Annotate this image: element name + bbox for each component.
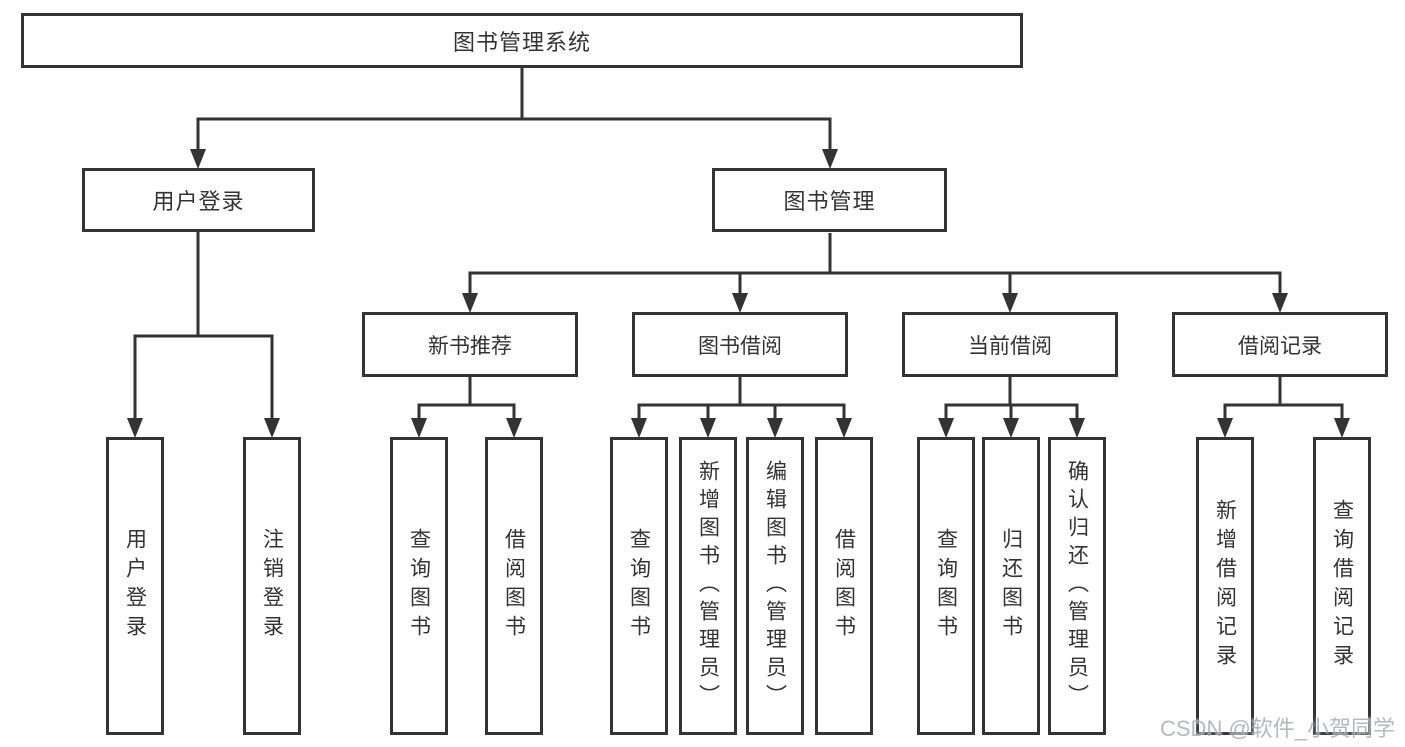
node-borrow-record-label: 借阅记录 (1238, 334, 1322, 358)
node-new-book-recommend: 新书推荐 (362, 312, 578, 377)
leaf-current-query-book: 查询图书 (917, 437, 975, 735)
connector-book-borrow-children (631, 377, 852, 438)
leaf-record-query: 查询借阅记录 (1313, 437, 1371, 735)
leaf-current-query-book-label: 查询图书 (934, 528, 958, 644)
leaf-recommend-borrow-book: 借阅图书 (485, 437, 543, 735)
node-borrow-record: 借阅记录 (1172, 312, 1388, 377)
leaf-current-confirm-return-admin: 确认归还（管理员） (1048, 437, 1106, 735)
connector-current-borrow-children (938, 377, 1085, 438)
leaf-borrow-query-book-label: 查询图书 (627, 528, 651, 644)
leaf-borrow-edit-book-admin: 编辑图书（管理员） (746, 437, 804, 735)
connector-borrow-record-children (1217, 377, 1350, 438)
leaf-user-login-label: 用户登录 (123, 528, 147, 644)
leaf-borrow-add-book-admin-label: 新增图书（管理员） (696, 460, 720, 712)
leaf-logout: 注销登录 (243, 437, 301, 735)
node-book-management: 图书管理 (712, 168, 947, 232)
connector-new-book-recommend-children (411, 377, 522, 438)
connector-user-login-children (127, 232, 280, 438)
connector-book-management-children (462, 233, 1288, 313)
node-library-system-label: 图书管理系统 (452, 29, 591, 55)
leaf-borrow-query-book: 查询图书 (610, 437, 668, 735)
node-user-login: 用户登录 (82, 168, 315, 232)
leaf-borrow-borrow-book: 借阅图书 (815, 437, 873, 735)
leaf-current-return-book: 归还图书 (982, 437, 1040, 735)
leaf-current-return-book-label: 归还图书 (999, 528, 1023, 644)
leaf-recommend-query-book-label: 查询图书 (407, 528, 431, 644)
watermark: CSDN @软件_小贺同学 (1160, 716, 1396, 741)
leaf-logout-label: 注销登录 (260, 528, 284, 644)
leaf-borrow-borrow-book-label: 借阅图书 (832, 528, 856, 644)
node-current-borrow: 当前借阅 (902, 312, 1118, 377)
leaf-recommend-query-book: 查询图书 (390, 437, 448, 735)
leaf-record-add: 新增借阅记录 (1196, 437, 1254, 735)
leaf-borrow-add-book-admin: 新增图书（管理员） (679, 437, 737, 735)
leaf-user-login: 用户登录 (106, 437, 164, 735)
node-new-book-recommend-label: 新书推荐 (428, 334, 512, 358)
leaf-record-add-label: 新增借阅记录 (1213, 499, 1237, 673)
node-book-borrow: 图书借阅 (632, 312, 848, 377)
leaf-borrow-edit-book-admin-label: 编辑图书（管理员） (763, 460, 787, 712)
node-user-login-label: 用户登录 (152, 189, 245, 214)
leaf-current-confirm-return-admin-label: 确认归还（管理员） (1065, 460, 1089, 712)
node-book-borrow-label: 图书借阅 (698, 334, 782, 358)
leaf-recommend-borrow-book-label: 借阅图书 (502, 528, 526, 644)
node-library-system: 图书管理系统 (21, 13, 1023, 68)
node-book-management-label: 图书管理 (783, 189, 876, 214)
connector-root-to-level2 (190, 68, 838, 169)
leaf-record-query-label: 查询借阅记录 (1330, 499, 1354, 673)
node-current-borrow-label: 当前借阅 (968, 334, 1052, 358)
